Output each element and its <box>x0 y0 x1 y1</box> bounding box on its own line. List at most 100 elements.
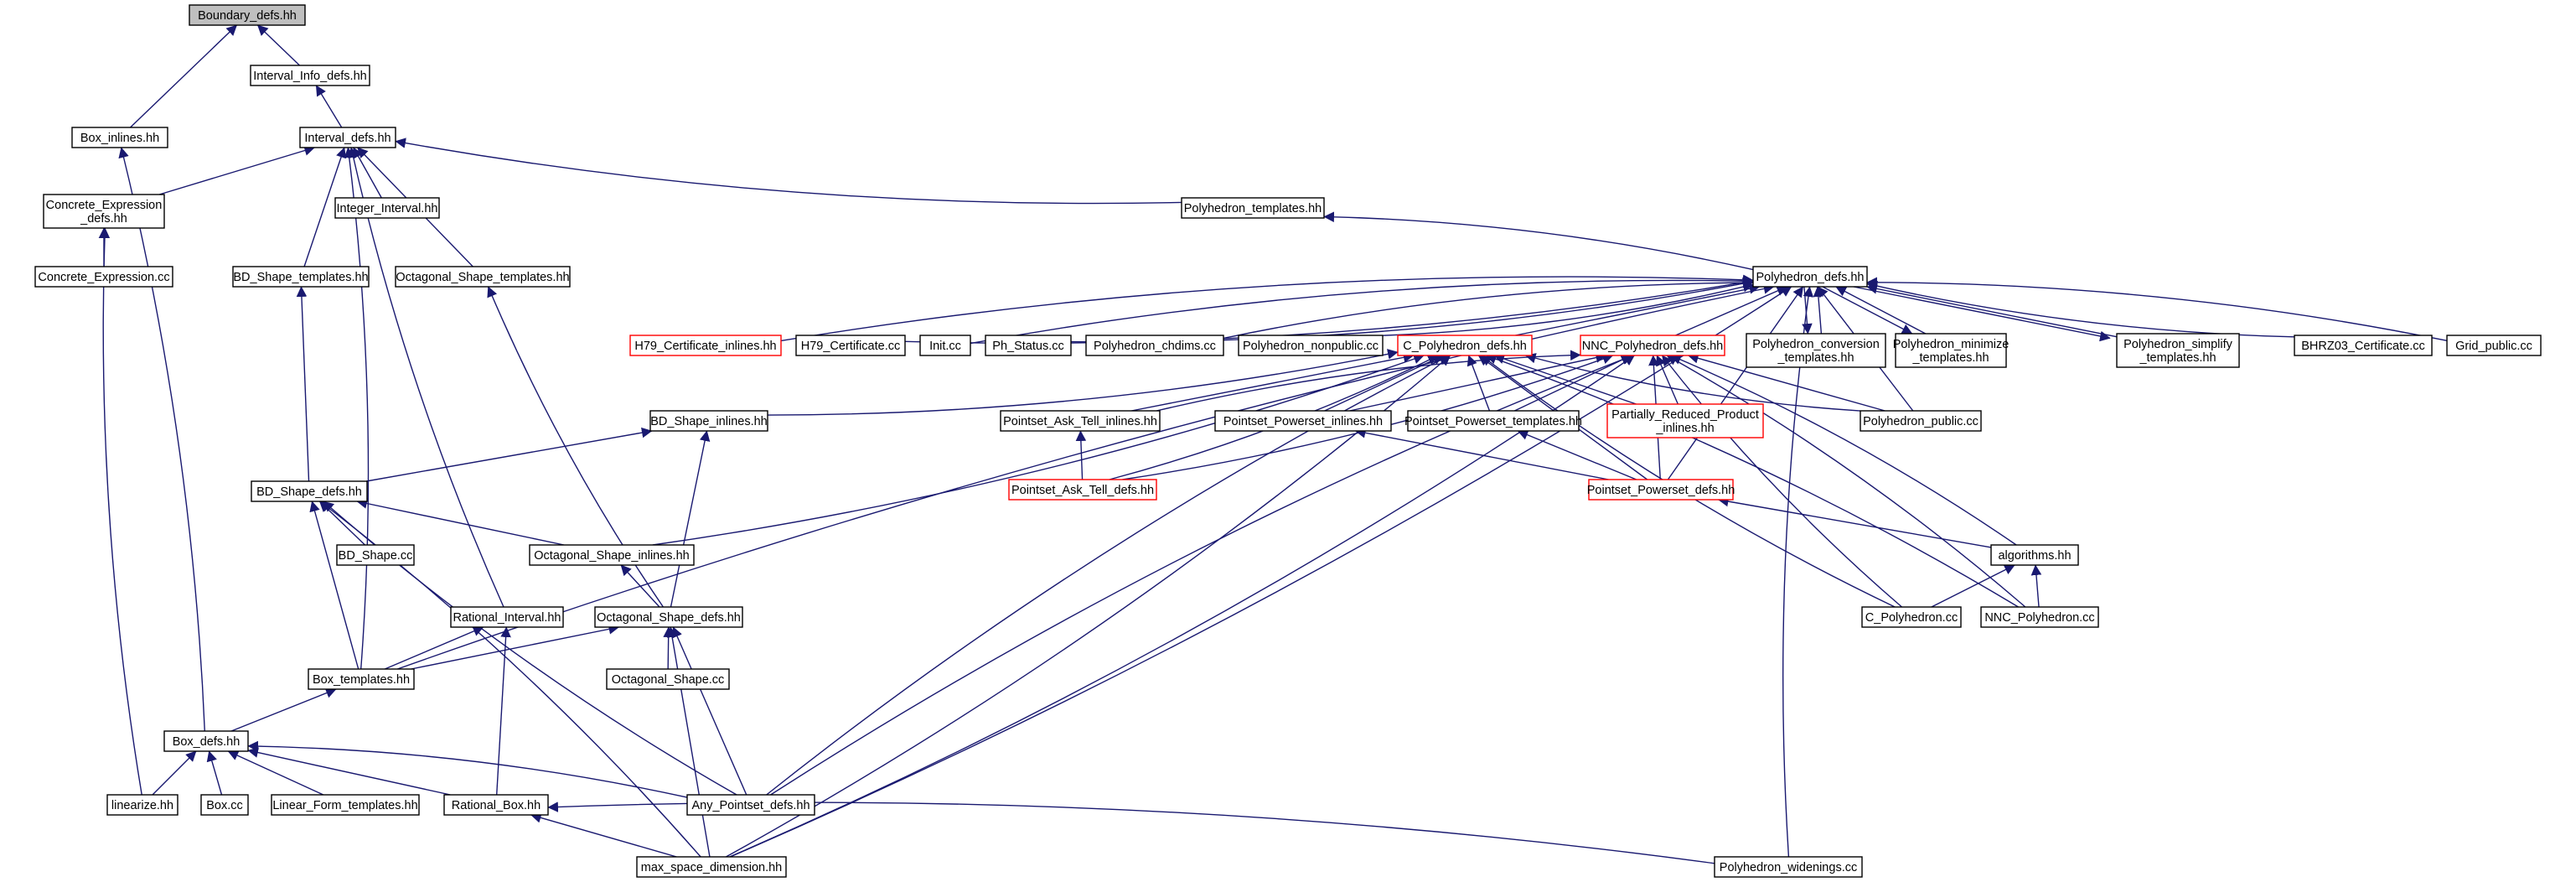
node-label: algorithms.hh <box>1998 549 2071 563</box>
edge-box_defs-to-box_templates <box>230 687 337 732</box>
node-box <box>1008 479 1157 501</box>
node-label: Polyhedron_nonpublic.cc <box>1243 340 1379 353</box>
edge-pp_templates-to-nnc_poly_defs <box>1514 355 1632 412</box>
node-grid-public[interactable]: Grid_public.cc <box>2446 335 2542 356</box>
node-c-poly-defs[interactable]: C_Polyhedron_defs.hh <box>1397 335 1533 356</box>
node-integer-interval[interactable]: Integer_Interval.hh <box>334 197 440 219</box>
node-box <box>308 668 415 690</box>
node-label: Pointset_Ask_Tell_defs.hh <box>1011 484 1154 497</box>
node-ph-status-cc[interactable]: Ph_Status.cc <box>985 335 1072 356</box>
edge-init_cc-to-polyhedron_defs <box>970 275 1754 345</box>
node-h79-cert-cc[interactable]: H79_Certificate.cc <box>795 335 906 356</box>
node-box <box>189 4 306 26</box>
node-concrete-expr-defs[interactable]: Concrete_Expression_defs.hh <box>43 194 165 229</box>
node-label: Polyhedron_minimize <box>1893 338 2010 351</box>
node-label: Octagonal_Shape_templates.hh <box>396 271 569 284</box>
node-any-pointset-defs[interactable]: Any_Pointset_defs.hh <box>686 794 815 816</box>
node-label: Partially_Reduced_Product <box>1611 408 1759 422</box>
node-pat-inlines[interactable]: Pointset_Ask_Tell_inlines.hh <box>1000 410 1161 432</box>
node-label: NNC_Polyhedron.cc <box>1984 611 2094 625</box>
node-box <box>1714 856 1863 878</box>
edge-box_templates-to-interval_defs <box>344 147 370 670</box>
node-poly-conversion[interactable]: Polyhedron_conversion_templates.hh <box>1746 333 1886 368</box>
node-box <box>106 794 178 816</box>
node-box <box>1990 544 2079 566</box>
node-max-space-dim[interactable]: max_space_dimension.hh <box>636 856 787 878</box>
node-linear-form-templates[interactable]: Linear_Form_templates.hh <box>271 794 420 816</box>
node-polyhedron-defs[interactable]: Polyhedron_defs.hh <box>1752 266 1868 288</box>
edge-box_templates-to-rational_interval <box>384 625 484 670</box>
edge-box_cc-to-box_defs <box>206 750 223 796</box>
node-poly-widenings[interactable]: Polyhedron_widenings.cc <box>1714 856 1863 878</box>
node-label: Interval_defs.hh <box>304 132 391 145</box>
node-prp-inlines[interactable]: Partially_Reduced_Product_inlines.hh <box>1606 403 1764 438</box>
node-box <box>250 65 370 86</box>
node-box-cc[interactable]: Box.cc <box>200 794 249 816</box>
node-label: Box.cc <box>206 799 243 812</box>
node-box <box>450 606 564 628</box>
node-bd-shape-defs[interactable]: BD_Shape_defs.hh <box>251 480 368 502</box>
node-poly-chdims[interactable]: Polyhedron_chdims.cc <box>1085 335 1224 356</box>
node-box <box>2116 333 2240 368</box>
node-label: BD_Shape.cc <box>339 549 413 563</box>
node-box <box>443 794 549 816</box>
node-c-polyhedron-cc[interactable]: C_Polyhedron.cc <box>1861 606 1962 628</box>
node-poly-minimize[interactable]: Polyhedron_minimize_templates.hh <box>1893 333 2010 368</box>
edge-max_space_dim-to-c_poly_defs <box>726 355 1451 858</box>
node-box <box>334 197 440 219</box>
node-label: NNC_Polyhedron_defs.hh <box>1582 340 1723 353</box>
node-oct-shape-cc[interactable]: Octagonal_Shape.cc <box>606 668 730 690</box>
node-init-cc[interactable]: Init.cc <box>919 335 971 356</box>
node-poly-public[interactable]: Polyhedron_public.cc <box>1860 410 1982 432</box>
edge-oct_shape_inlines-to-bd_shape_defs <box>356 498 565 546</box>
node-box <box>1407 410 1580 432</box>
edge-pat_defs-to-pat_inlines <box>1075 430 1087 480</box>
node-label: Octagonal_Shape.cc <box>612 673 725 687</box>
edge-any_pointset_defs-to-oct_shape_defs <box>672 626 747 796</box>
node-oct-shape-defs[interactable]: Octagonal_Shape_defs.hh <box>594 606 743 628</box>
node-pp-templates[interactable]: Pointset_Powerset_templates.hh <box>1404 410 1582 432</box>
node-box <box>232 266 370 288</box>
edge-pat_inlines-to-c_poly_defs <box>1131 352 1415 412</box>
edge-pp_defs-to-polyhedron_defs <box>1667 286 1804 480</box>
node-pp-inlines[interactable]: Pointset_Powerset_inlines.hh <box>1214 410 1392 432</box>
node-h79-cert-inlines[interactable]: H79_Certificate_inlines.hh <box>629 335 782 356</box>
node-boundary-defs[interactable]: Boundary_defs.hh <box>189 4 306 26</box>
node-label: Rational_Box.hh <box>452 799 541 812</box>
node-label: _templates.hh <box>1911 351 1989 365</box>
node-algorithms[interactable]: algorithms.hh <box>1990 544 2079 566</box>
edge-algorithms-to-pp_defs <box>1717 495 1992 548</box>
node-bd-shape-templates[interactable]: BD_Shape_templates.hh <box>232 266 370 288</box>
edge-concrete_expr_defs-to-interval_defs <box>158 145 315 195</box>
node-poly-simplify[interactable]: Polyhedron_simplify_templates.hh <box>2116 333 2240 368</box>
node-box <box>2446 335 2542 356</box>
node-box <box>1588 479 1734 501</box>
node-rational-box[interactable]: Rational_Box.hh <box>443 794 549 816</box>
node-pat-defs[interactable]: Pointset_Ask_Tell_defs.hh <box>1008 479 1157 501</box>
node-polyhedron-templates[interactable]: Polyhedron_templates.hh <box>1181 197 1325 219</box>
node-box-templates[interactable]: Box_templates.hh <box>308 668 415 690</box>
node-box-inlines[interactable]: Box_inlines.hh <box>71 127 168 148</box>
node-linearize[interactable]: linearize.hh <box>106 794 178 816</box>
node-concrete-expr-cc[interactable]: Concrete_Expression.cc <box>34 266 173 288</box>
node-box-defs[interactable]: Box_defs.hh <box>163 730 249 752</box>
edge-box_templates-to-oct_shape_defs <box>411 624 620 670</box>
node-pp-defs[interactable]: Pointset_Powerset_defs.hh <box>1587 479 1735 501</box>
node-interval-info[interactable]: Interval_Info_defs.hh <box>250 65 370 86</box>
node-rational-interval[interactable]: Rational_Interval.hh <box>450 606 564 628</box>
node-nnc-polyhedron-cc[interactable]: NNC_Polyhedron.cc <box>1980 606 2099 628</box>
edge-bd_shape_templates-to-interval_defs <box>303 147 347 267</box>
node-bhrz03-cert[interactable]: BHRZ03_Certificate.cc <box>2294 335 2433 356</box>
node-box <box>795 335 906 356</box>
edge-polyhedron_defs-to-poly_simplify <box>1853 286 2111 342</box>
node-bd-shape-inlines[interactable]: BD_Shape_inlines.hh <box>649 410 768 432</box>
edge-bd_shape_cc-to-bd_shape_defs <box>318 501 366 546</box>
node-nnc-poly-defs[interactable]: NNC_Polyhedron_defs.hh <box>1580 335 1725 356</box>
node-poly-nonpublic[interactable]: Polyhedron_nonpublic.cc <box>1238 335 1384 356</box>
node-interval-defs[interactable]: Interval_defs.hh <box>299 127 396 148</box>
edge-nnc_polyhedron_cc-to-nnc_poly_defs <box>1666 355 2026 608</box>
node-oct-shape-inlines[interactable]: Octagonal_Shape_inlines.hh <box>529 544 695 566</box>
edge-pp_inlines-to-c_poly_defs <box>1324 355 1444 412</box>
node-bd-shape-cc[interactable]: BD_Shape.cc <box>336 544 415 566</box>
node-oct-shape-templates[interactable]: Octagonal_Shape_templates.hh <box>395 266 571 288</box>
